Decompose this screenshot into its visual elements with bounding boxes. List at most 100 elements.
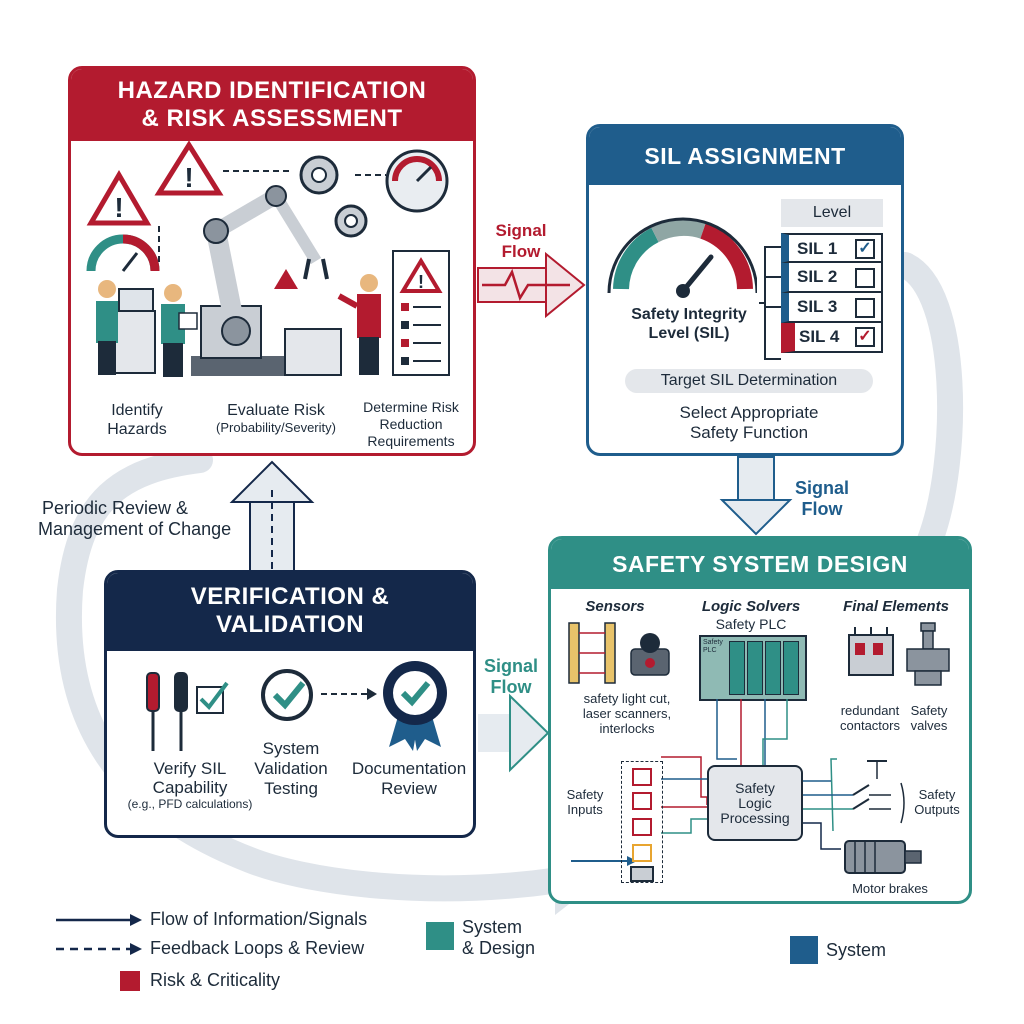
sil-gauge-label-line: Safety Integrity [631, 306, 747, 323]
step-label: Capability [152, 778, 228, 797]
legend-system-swatch [790, 936, 818, 964]
sensors-heading: Sensors [585, 598, 645, 615]
legend-risk-swatch [120, 971, 140, 991]
risk-gauge-icon [86, 234, 160, 272]
logic-solvers-heading: Logic Solvers [701, 598, 801, 615]
safety-outputs-line: Outputs [914, 802, 960, 817]
sil-level-label: SIL 1 [797, 239, 838, 258]
step-label: Identify [111, 402, 163, 419]
sil-level-row[interactable]: SIL 2 [781, 263, 883, 293]
legend-design-line: System [462, 917, 523, 937]
legend-design-line: & Design [462, 938, 536, 958]
signal-flow-label: Signal Flow [492, 220, 550, 262]
step-determine-risk: Determine Risk Reduction Requirements [355, 399, 467, 450]
step-label: Testing [264, 779, 318, 798]
step-label: Validation [254, 759, 328, 778]
sil-level-row[interactable]: SIL 3 [781, 293, 883, 323]
contactors-line: redundant [840, 703, 900, 718]
select-safety-function-line: Safety Function [689, 423, 809, 442]
sensors-line: safety light cut, [583, 691, 671, 706]
step-system-validation: System Validation Testing [243, 739, 339, 799]
legend-feedback-label: Feedback Loops & Review [150, 938, 365, 958]
check-icon[interactable]: ✓ [855, 239, 875, 259]
level-header: Level [781, 199, 883, 227]
valves-label: Safety valves [901, 703, 957, 733]
safety-inputs-line: Safety [566, 787, 604, 802]
safety-logic-line: Safety [735, 780, 775, 796]
warning-icon [274, 269, 298, 289]
gear-icon [299, 155, 339, 195]
arrow-hazard-to-sil [477, 251, 586, 319]
arrow-sil-to-design [719, 456, 793, 536]
sil-level-row[interactable]: SIL 1 ✓ [781, 233, 883, 263]
select-safety-function-line: Select Appropriate [679, 403, 819, 422]
step-verify-sil: Verify SIL Capability (e.g., PFD calcula… [115, 759, 265, 812]
hazard-title-line1: HAZARD IDENTIFICATION [117, 77, 427, 104]
legend-system-label: System [826, 940, 887, 960]
periodic-review-line: Periodic Review & [42, 498, 189, 518]
safety-inputs-line: Inputs [567, 802, 603, 817]
checkbox-empty-icon[interactable] [855, 298, 875, 318]
step-label: Reduction [379, 416, 443, 432]
step-documentation-review: Documentation Review [339, 759, 473, 799]
periodic-review-label: Periodic Review & Management of Change [38, 498, 238, 540]
contactors-line: contactors [840, 718, 900, 733]
worker-icon [96, 280, 156, 375]
sil-gauge-label: Safety Integrity Level (SIL) [607, 305, 771, 343]
worker-icon [337, 274, 381, 375]
robot-illustration: ! ! [86, 141, 450, 377]
step-label: Verify SIL [153, 759, 227, 778]
multimeter-probes-icon [146, 672, 229, 751]
step-label: Review [381, 779, 437, 798]
target-sil-pill: Target SIL Determination [625, 369, 873, 393]
sensors-description: safety light cut, laser scanners, interl… [563, 691, 691, 736]
step-identify-hazards: Identify Hazards [89, 401, 185, 439]
hazard-title-line2: & RISK ASSESSMENT [141, 105, 403, 132]
safety-plc-icon: Safety PLC [699, 635, 807, 701]
safety-outputs-label: Safety Outputs [907, 787, 967, 817]
step-sublabel: (e.g., PFD calculations) [127, 797, 253, 811]
contactors-label: redundant contactors [827, 703, 913, 733]
input-terminal-block [621, 761, 663, 883]
hazard-panel: HAZARD IDENTIFICATION & RISK ASSESSMENT … [68, 66, 476, 456]
safety-system-design-panel: SAFETY SYSTEM DESIGN Sensors Logic Solve… [548, 536, 972, 904]
signal-flow-text: Flow [490, 677, 532, 697]
checklist-icon: ! [392, 250, 450, 376]
valves-line: valves [910, 718, 948, 733]
step-label: Hazards [107, 421, 167, 438]
safety-plc-label: Safety PLC [715, 616, 787, 632]
step-label: Evaluate Risk [227, 402, 325, 419]
safety-logic-box: Safety Logic Processing [707, 765, 803, 841]
safety-logic-label: Safety Logic Processing [709, 781, 801, 826]
warning-icon: ! [154, 141, 224, 196]
step-label: Requirements [367, 433, 455, 449]
legend-flow-label: Flow of Information/Signals [150, 909, 368, 929]
arrow-dashed-icon [56, 943, 142, 955]
check-circle-icon [261, 669, 313, 721]
gear-icon [334, 204, 368, 238]
signal-flow-text: Flow [801, 499, 843, 519]
step-label: Determine Risk [363, 399, 459, 415]
safety-logic-line: Processing [720, 810, 790, 826]
arrow-vv-to-design [478, 693, 550, 773]
plc-badge-line: PLC [703, 647, 717, 654]
hazard-panel-header: HAZARD IDENTIFICATION & RISK ASSESSMENT [71, 69, 473, 141]
svg-text:!: ! [184, 162, 193, 193]
signal-flow-label: Signal Flow [482, 656, 540, 698]
design-panel-header: SAFETY SYSTEM DESIGN [551, 539, 969, 589]
sensors-line: interlocks [599, 721, 655, 736]
step-evaluate-risk: Evaluate Risk (Probability/Severity) [191, 401, 361, 435]
sensors-icon [568, 622, 670, 684]
sil-level-row[interactable]: SIL 4 ✓ [781, 323, 883, 353]
svg-text:!: ! [418, 272, 424, 292]
check-icon[interactable]: ✓ [855, 327, 875, 347]
checkbox-empty-icon[interactable] [855, 268, 875, 288]
step-sublabel: (Probability/Severity) [216, 420, 336, 435]
sil-level-label: SIL 3 [797, 297, 838, 316]
signal-flow-text: Signal [483, 656, 538, 676]
warning-icon: ! [86, 170, 152, 226]
motor-brakes-label: Motor brakes [852, 881, 928, 896]
select-safety-function: Select Appropriate Safety Function [609, 403, 889, 443]
worker-icon [161, 284, 198, 377]
feedback-loop-right [892, 252, 964, 553]
